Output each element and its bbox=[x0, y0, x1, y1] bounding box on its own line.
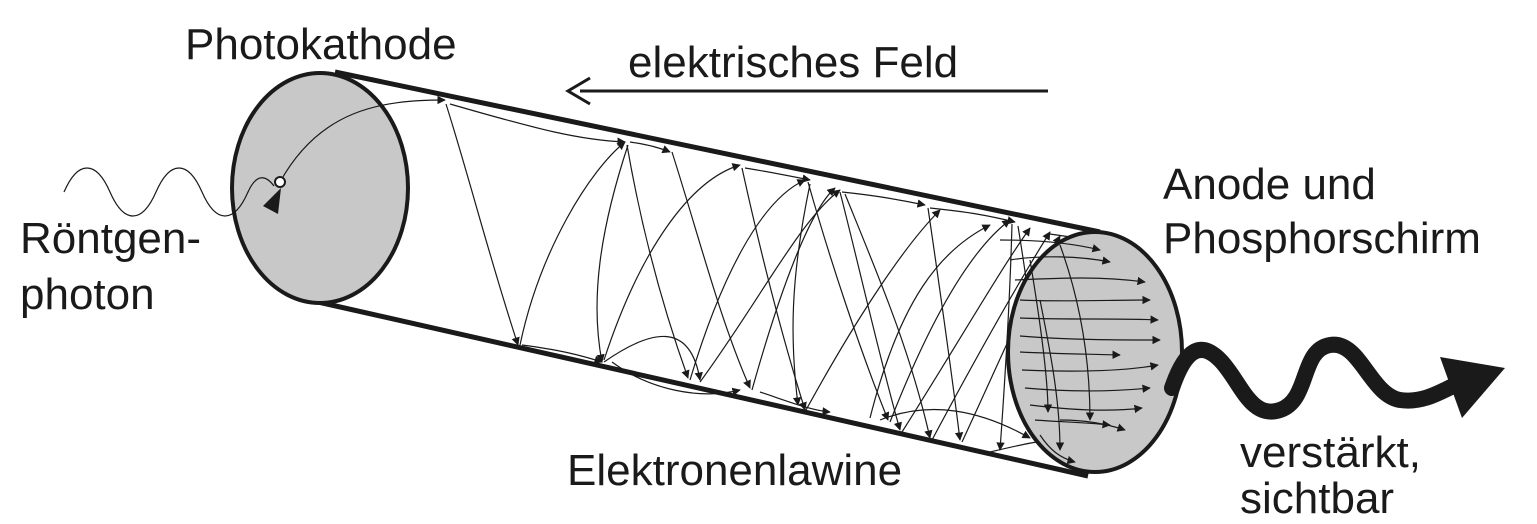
label-output-line1: verstärkt, bbox=[1240, 428, 1421, 477]
label-electron-avalanche: Elektronenlawine bbox=[567, 446, 903, 495]
label-electric-field: elektrisches Feld bbox=[628, 38, 959, 87]
label-anode-line2: Phosphorschirm bbox=[1163, 214, 1481, 263]
xray-photon-wave bbox=[63, 167, 275, 217]
label-xray-photon-line1: Röntgen- bbox=[20, 214, 202, 263]
electric-field-arrowhead bbox=[565, 76, 591, 106]
xray-arrowhead bbox=[263, 188, 281, 214]
label-photokathode: Photokathode bbox=[185, 20, 457, 69]
label-xray-photon-line2: photon bbox=[20, 270, 155, 319]
electron-avalanche-paths bbox=[279, 95, 1091, 453]
tube-top-edge bbox=[334, 69, 1101, 235]
photocathode-disc bbox=[230, 71, 410, 305]
label-anode-line1: Anode und bbox=[1163, 160, 1376, 209]
electron-impact-arrows bbox=[999, 239, 1161, 465]
visible-light-wave bbox=[1164, 336, 1463, 420]
anode-phosphor-disc bbox=[1006, 230, 1184, 474]
photoelectron-origin bbox=[274, 176, 286, 188]
visible-light-arrowhead bbox=[1440, 357, 1505, 418]
tube-bottom-edge bbox=[317, 299, 1089, 479]
label-output-line2: sichtbar bbox=[1240, 474, 1395, 523]
